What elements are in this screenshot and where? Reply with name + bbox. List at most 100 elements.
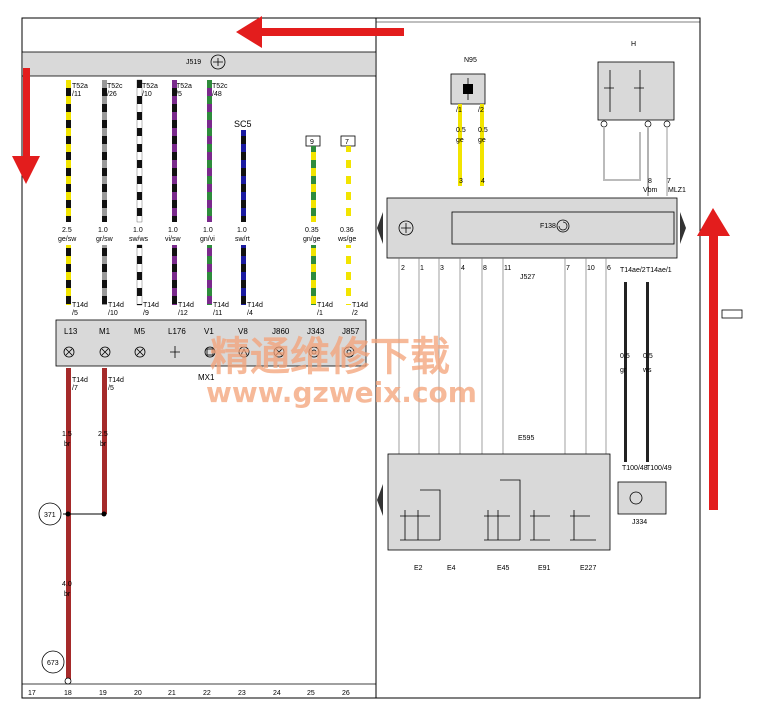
box-9-label: 9: [310, 139, 314, 146]
n95-label: N95: [464, 57, 477, 64]
ref-673-label: 673: [47, 660, 59, 667]
svg-text:1.0: 1.0: [133, 227, 143, 234]
svg-text:T14ae/2: T14ae/2: [620, 267, 646, 274]
svg-text:1.0: 1.0: [203, 227, 213, 234]
svg-text:0.5: 0.5: [478, 127, 488, 134]
left-chevron-icon: [377, 212, 383, 244]
switch-symbols: [400, 479, 596, 541]
svg-text:6: 6: [607, 265, 611, 272]
svg-text:gn/ge: gn/ge: [303, 236, 321, 243]
svg-text:M1: M1: [99, 327, 111, 336]
svg-text:0.5: 0.5: [643, 353, 653, 360]
svg-text:25: 25: [307, 690, 315, 697]
svg-text:MLZ1: MLZ1: [668, 187, 686, 194]
svg-text:br: br: [64, 591, 71, 598]
svg-text:8: 8: [648, 178, 652, 185]
f138-subbox: [451, 211, 675, 245]
svg-text:E45: E45: [497, 565, 510, 572]
svg-text:/11: /11: [213, 310, 222, 317]
svg-text:11: 11: [504, 265, 511, 272]
svg-text:V8: V8: [238, 327, 248, 336]
h-label: H: [631, 41, 636, 48]
svg-text:20: 20: [134, 690, 142, 697]
svg-text:E4: E4: [447, 565, 456, 572]
svg-text:ws: ws: [642, 367, 652, 374]
svg-text:T52c: T52c: [212, 83, 228, 90]
arrow-down-icon: [12, 68, 40, 184]
wire-labels: 2.5 ge/sw 1.0 gr/sw 1.0 sw/ws 1.0 vi/sw …: [58, 227, 356, 243]
svg-text:3: 3: [459, 178, 463, 185]
mx1-component-box: [55, 319, 367, 367]
svg-text:26: 26: [342, 690, 350, 697]
svg-text:7: 7: [566, 265, 570, 272]
svg-text:1.0: 1.0: [98, 227, 108, 234]
svg-text:gn/vi: gn/vi: [200, 236, 215, 243]
h-box: [597, 61, 675, 121]
svg-text:M5: M5: [134, 327, 146, 336]
svg-text:2.5: 2.5: [98, 431, 108, 438]
svg-text:8: 8: [483, 265, 487, 272]
svg-text:/12: /12: [178, 310, 188, 317]
j519-module-bar: [21, 51, 377, 77]
svg-text:T14d: T14d: [352, 302, 368, 309]
e595-label: E595: [518, 435, 534, 442]
svg-text:T100/48: T100/48: [622, 465, 648, 472]
right-chevron-icon: [680, 212, 686, 244]
svg-text:T14d: T14d: [72, 302, 88, 309]
svg-text:0.5: 0.5: [620, 353, 630, 360]
svg-text:ws/ge: ws/ge: [337, 236, 356, 243]
svg-text:/5: /5: [72, 310, 78, 317]
j519-label: J519: [186, 59, 201, 66]
thin-wires: [398, 258, 607, 454]
arrow-left-icon: [236, 16, 404, 48]
svg-text:T14d: T14d: [108, 302, 124, 309]
svg-text:/1: /1: [456, 107, 462, 114]
svg-text:0.35: 0.35: [305, 227, 319, 234]
svg-text:/2: /2: [352, 310, 358, 317]
e595-box: [387, 453, 611, 551]
svg-text:E91: E91: [538, 565, 551, 572]
svg-text:ge: ge: [478, 137, 486, 144]
t14d-upper-labels: T14d/5 T14d/10 T14d/9 T14d/12 T14d/11 T1…: [72, 302, 368, 317]
svg-text:gr: gr: [620, 367, 627, 374]
svg-text:4: 4: [481, 178, 485, 185]
svg-text:vi/sw: vi/sw: [165, 236, 182, 243]
e-switch-labels: E2 E4 E45 E91 E227: [414, 565, 596, 572]
svg-text:/26: /26: [107, 91, 117, 98]
svg-text:4.0: 4.0: [62, 581, 72, 588]
svg-text:T14ae/1: T14ae/1: [646, 267, 672, 274]
svg-text:22: 22: [203, 690, 211, 697]
upper-wires: [66, 79, 351, 223]
svg-text:J860: J860: [272, 327, 290, 336]
svg-text:1: 1: [420, 265, 424, 272]
ground-symbol-icon: [210, 54, 226, 70]
svg-text:19: 19: [99, 690, 107, 697]
top-connector-labels: T52a /11 T52c /26 T52a /10 T52a /5 T52c …: [72, 83, 228, 98]
ref-673-circle: [41, 650, 65, 674]
arrow-up-icon: [697, 208, 730, 510]
ref-371-label: 371: [44, 512, 56, 519]
svg-text:T14d: T14d: [317, 302, 333, 309]
svg-text:V1: V1: [204, 327, 214, 336]
svg-text:L13: L13: [64, 327, 78, 336]
svg-text:T14d: T14d: [178, 302, 194, 309]
ground-symbol-icon: [398, 220, 414, 236]
t14d-bottom-1: T14d: [72, 377, 88, 384]
lower-wires: [66, 244, 351, 306]
svg-text:L176: L176: [168, 327, 186, 336]
svg-text:T14d: T14d: [143, 302, 159, 309]
svg-text:/2: /2: [478, 107, 484, 114]
small-tag: [721, 309, 743, 319]
svg-text:18: 18: [64, 690, 72, 697]
t14d-bottom-2: T14d: [108, 377, 124, 384]
f138-label: F138: [540, 223, 556, 230]
svg-text:/10: /10: [108, 310, 118, 317]
mx1-label: MX1: [198, 373, 215, 382]
svg-text:0.36: 0.36: [340, 227, 354, 234]
svg-text:4: 4: [461, 265, 465, 272]
svg-text:J857: J857: [342, 327, 360, 336]
svg-text:T14d: T14d: [213, 302, 229, 309]
brown-wires: [63, 368, 107, 680]
svg-text:T100/49: T100/49: [646, 465, 672, 472]
